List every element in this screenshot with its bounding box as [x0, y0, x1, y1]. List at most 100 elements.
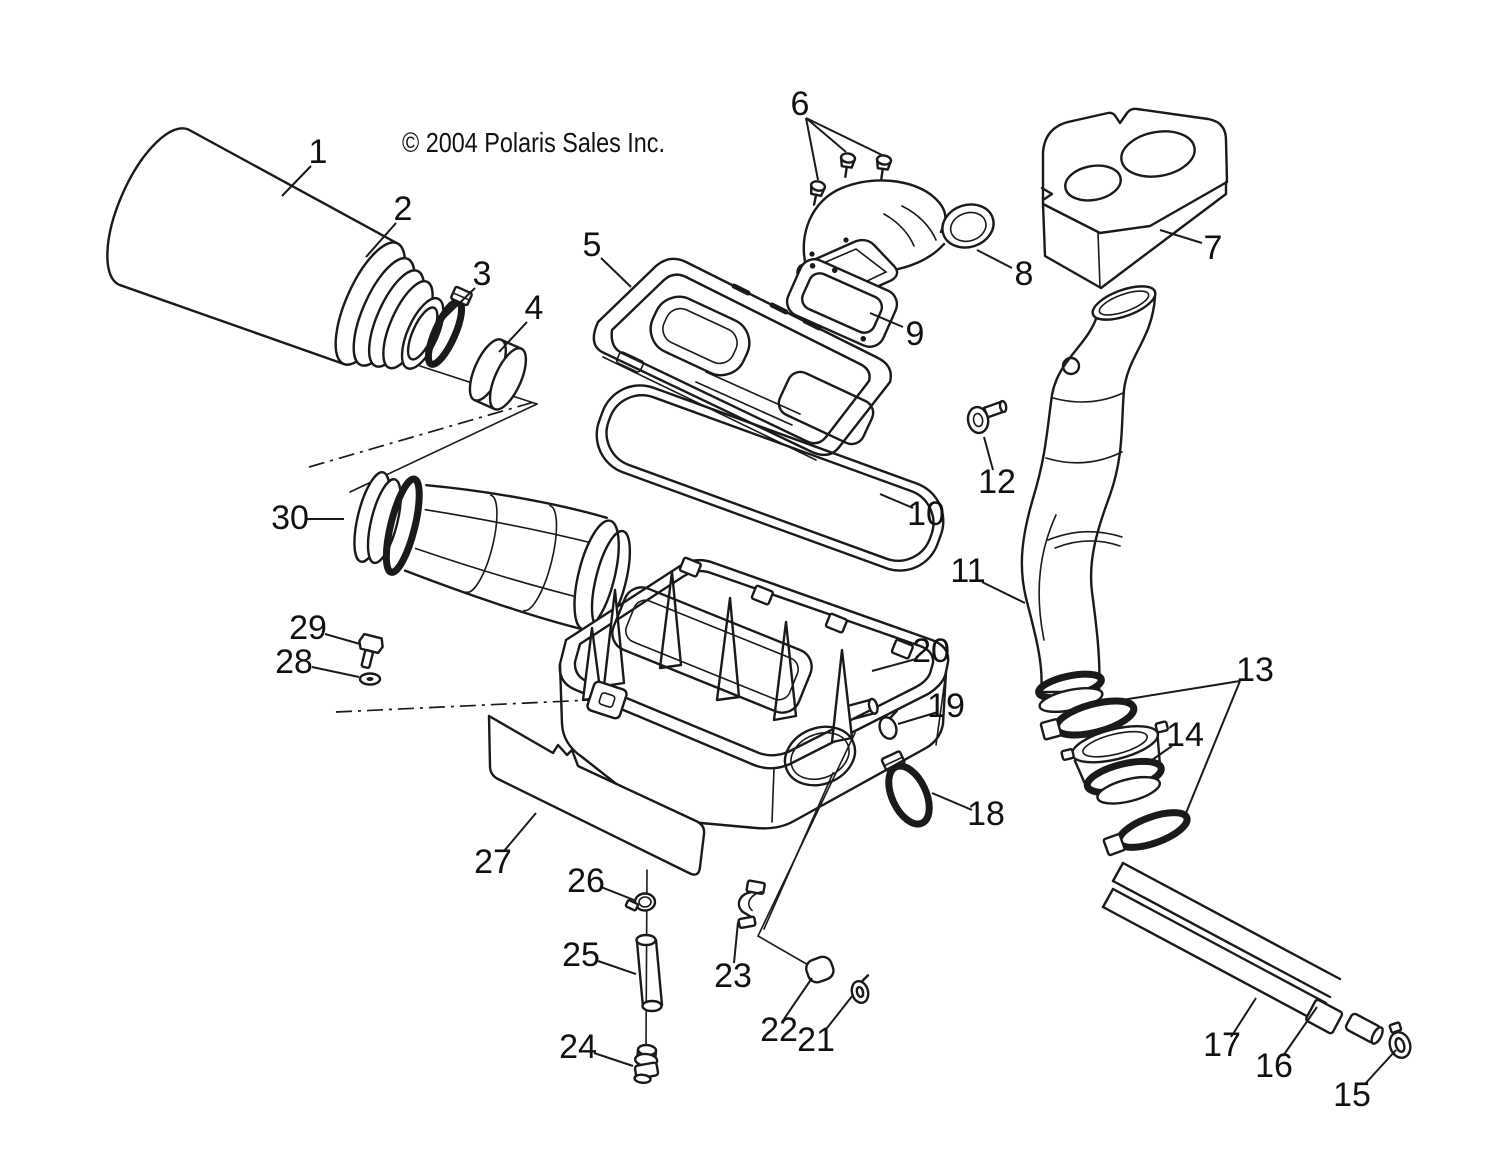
callout-1: 1: [309, 133, 328, 171]
leader-19: [897, 711, 939, 725]
leader-17: [1230, 997, 1257, 1038]
leader-15: [1364, 1049, 1397, 1085]
leader-21: [826, 994, 854, 1029]
callout-26: 26: [567, 862, 605, 900]
part-11-snorkel-duct: [1020, 285, 1157, 714]
leader-28: [311, 666, 360, 678]
leader-11: [981, 581, 1026, 604]
part-22-cap: [805, 955, 835, 984]
leader-13a: [1121, 680, 1241, 701]
leader-20: [871, 658, 917, 672]
leader-29: [324, 633, 361, 645]
callout-6: 6: [791, 85, 810, 123]
part-9-gasket: [785, 258, 899, 348]
callout-12: 12: [978, 463, 1016, 501]
leader-1: [281, 165, 312, 197]
callout-29: 29: [289, 609, 327, 647]
leader-24: [593, 1052, 634, 1067]
part-1-2-air-filter: [106, 127, 445, 370]
leader-13b: [1185, 680, 1241, 814]
leader-6b: [805, 117, 847, 153]
callout-30: 30: [271, 499, 309, 537]
callout-27: 27: [474, 843, 512, 881]
part-25-tube: [635, 933, 664, 1013]
callout-4: 4: [525, 289, 544, 327]
part-30-intake-boot: [353, 471, 632, 631]
callout-20: 20: [912, 632, 950, 670]
part-10-seal: [595, 384, 945, 572]
drain-line-1: [756, 732, 856, 967]
callout-11: 11: [950, 552, 985, 590]
part-14-adapter-boot: [1060, 720, 1169, 805]
leader-lines: [281, 117, 1397, 1085]
leader-10: [879, 493, 914, 509]
part-29-bolt: [358, 632, 384, 670]
part-19-clamp: [878, 709, 898, 740]
callout-10: 10: [907, 495, 945, 533]
clamp-13-upper: [1039, 697, 1138, 741]
part-18-clamp: [880, 750, 933, 828]
clamp-13-lower: [1102, 809, 1191, 857]
part-28-washer: [358, 672, 382, 686]
leader-26: [600, 886, 635, 901]
part-7-foam-block: [1040, 107, 1229, 290]
callout-14: 14: [1166, 716, 1204, 754]
part-21-clamp: [850, 974, 870, 1005]
leader-25: [597, 960, 637, 975]
leader-14: [1151, 745, 1173, 761]
part-5-airbox-cover: [592, 257, 892, 461]
leader-6a: [805, 117, 819, 181]
callout-19: 19: [927, 687, 965, 725]
callout-15: 15: [1333, 1076, 1371, 1114]
part-12-clip: [966, 399, 1008, 435]
leader-6c: [805, 117, 883, 156]
part-4-spacer: [468, 338, 528, 411]
leader-9: [869, 312, 904, 328]
callout-24: 24: [559, 1028, 597, 1066]
center-line-mount: [335, 698, 613, 713]
drain-line-2: [763, 772, 834, 930]
callout-22: 22: [760, 1011, 798, 1049]
center-line-filter-axis: [308, 401, 535, 468]
part-20-airbox-base: [558, 556, 950, 830]
leader-22: [783, 977, 813, 1020]
callout-17: 17: [1203, 1026, 1241, 1064]
leader-27: [503, 812, 537, 852]
copyright-notice: © 2004 Polaris Sales Inc.: [402, 127, 665, 158]
callout-9: 9: [906, 315, 925, 353]
callout-labels: 1 2 3 4 5 6 7 8 9 10 11 12 13 14 15 16 1…: [271, 85, 1371, 1114]
part-15-clamp: [1388, 1021, 1412, 1059]
callout-28: 28: [275, 643, 313, 681]
screw-3: [875, 154, 893, 181]
part-13-clamps: [1039, 697, 1191, 857]
callout-21: 21: [797, 1021, 835, 1059]
callout-16: 16: [1255, 1047, 1293, 1085]
callout-8: 8: [1015, 255, 1034, 293]
callout-13: 13: [1236, 651, 1274, 689]
part-3-clamp: [424, 285, 473, 368]
leader-16: [1282, 1006, 1318, 1057]
leader-4: [498, 321, 528, 353]
callout-18: 18: [967, 795, 1005, 833]
callout-3: 3: [473, 255, 492, 293]
part-6-screws: [809, 152, 893, 206]
leader-7: [1159, 229, 1203, 244]
screw-2: [839, 152, 857, 179]
callout-5: 5: [583, 226, 602, 264]
leader-3: [437, 287, 476, 325]
construction-lines: [308, 365, 856, 967]
leader-12: [983, 436, 994, 471]
leader-8: [976, 249, 1013, 269]
leader-2: [365, 222, 397, 258]
callout-23: 23: [714, 957, 752, 995]
callout-2: 2: [394, 190, 413, 228]
leader-18: [931, 792, 973, 811]
part-23-clip: [737, 879, 766, 929]
leader-5: [600, 257, 632, 288]
part-26-clamp: [624, 892, 657, 912]
callout-25: 25: [562, 936, 600, 974]
part-24-fitting: [633, 1043, 660, 1085]
part-27-foam-pad: [487, 714, 706, 876]
